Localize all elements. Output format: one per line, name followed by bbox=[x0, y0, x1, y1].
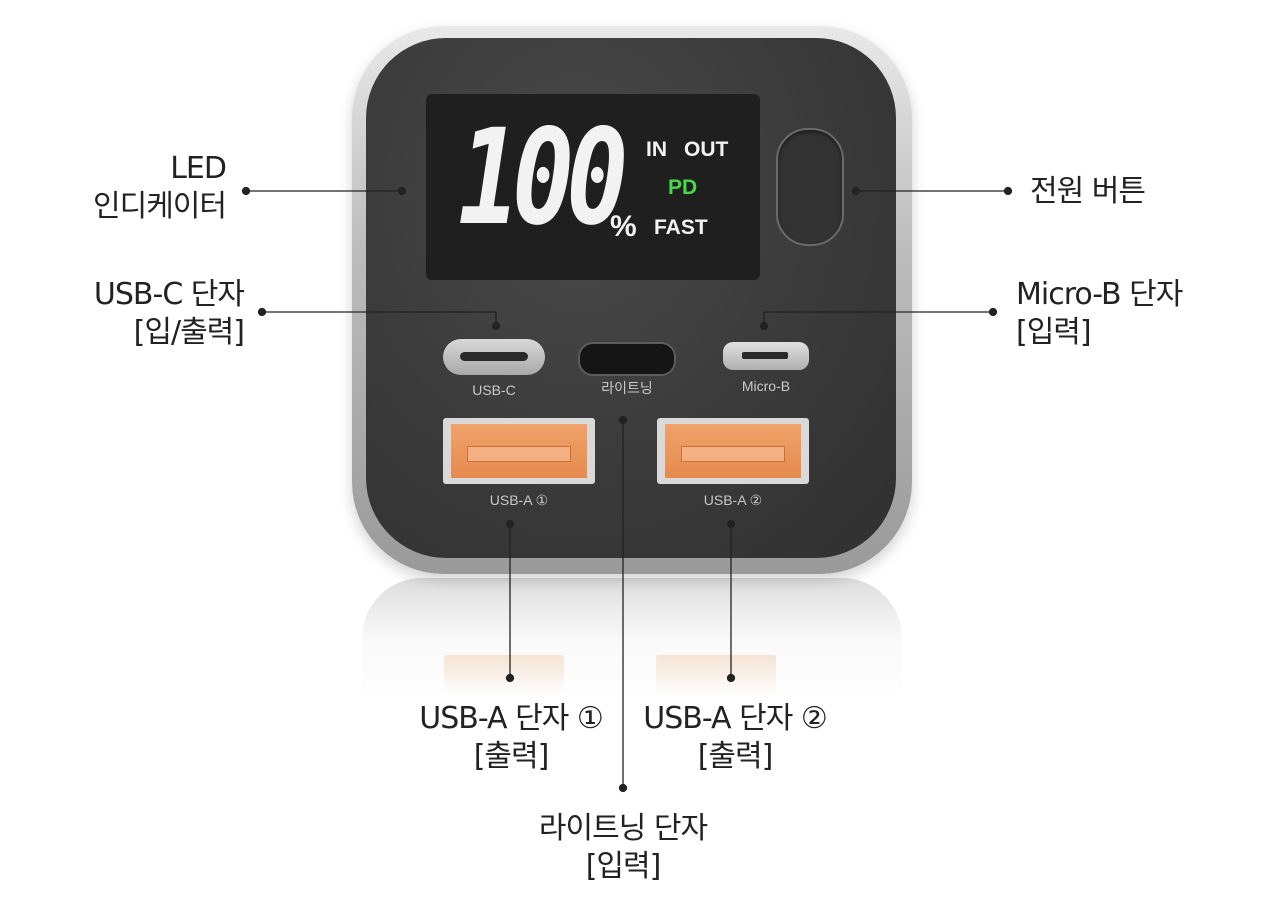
led-leader-dot-inner bbox=[397, 186, 407, 196]
indicator-in: IN bbox=[646, 138, 667, 161]
usb-a1-callout: USB-A 단자 ① [출력] bbox=[400, 700, 622, 776]
usba2-callout-line2: [출력] bbox=[697, 739, 774, 774]
lightning-callout-line1: 라이트닝 단자 bbox=[538, 811, 708, 846]
usb-c-slot bbox=[460, 352, 528, 361]
usb-c-port-label: USB-C bbox=[472, 382, 516, 398]
usba1-callout-line2: [출력] bbox=[473, 739, 550, 774]
usb-a1-port-label: USB-A ① bbox=[489, 492, 549, 508]
micro-b-callout: Micro-B 단자 [입력] bbox=[1016, 276, 1183, 352]
power-button-callout: 전원 버튼 bbox=[1030, 174, 1146, 209]
lightning-port bbox=[578, 342, 676, 376]
led-callout-line2: 인디케이터 bbox=[93, 189, 227, 224]
usba2-leader-dot-inner bbox=[726, 519, 736, 529]
lightning-callout: 라이트닝 단자 [입력] bbox=[520, 810, 726, 886]
led-display bbox=[426, 94, 760, 280]
device-reflection bbox=[362, 578, 902, 698]
led-leader-dot-outer bbox=[241, 186, 251, 196]
usb-a2-callout: USB-A 단자 ② [출력] bbox=[628, 700, 842, 776]
usb-a2-port-label: USB-A ② bbox=[703, 492, 763, 508]
usba1-leader-dot-outer bbox=[505, 673, 515, 683]
usbc-callout-line1: USB-C 단자 bbox=[93, 277, 245, 312]
usbc-callout-line2: [입/출력] bbox=[133, 315, 245, 350]
battery-percent-digits: 100 bbox=[458, 101, 628, 255]
lightning-leader-dot-inner bbox=[618, 415, 628, 425]
micro-b-port-label: Micro-B bbox=[741, 378, 791, 394]
power-leader-dot-inner bbox=[851, 186, 861, 196]
usb-a2-port-inner bbox=[665, 424, 801, 478]
microb-leader-dot-outer bbox=[988, 307, 998, 317]
microb-callout-line2: [입력] bbox=[1016, 315, 1092, 350]
power-leader-dot-outer bbox=[1003, 186, 1013, 196]
usb-a2-port-tongue bbox=[681, 446, 785, 462]
reflection-usb-a2-port bbox=[656, 655, 776, 695]
led-callout-line1: LED bbox=[170, 151, 227, 186]
usba2-callout-line1: USB-A 단자 ② bbox=[643, 701, 827, 736]
indicator-out: OUT bbox=[684, 138, 729, 161]
microb-callout-line1: Micro-B 단자 bbox=[1016, 277, 1183, 312]
indicator-fast: FAST bbox=[654, 216, 708, 239]
usbc-leader-dot-inner bbox=[491, 321, 501, 331]
usba1-callout-line1: USB-A 단자 ① bbox=[419, 701, 603, 736]
indicator-pd: PD bbox=[668, 176, 698, 199]
usb-a2-port bbox=[657, 418, 809, 484]
reflection-usb-a1-port bbox=[444, 655, 564, 695]
lightning-leader-dot-outer bbox=[618, 783, 628, 793]
lightning-port-label: 라이트닝 bbox=[601, 380, 653, 396]
usba2-leader-dot-outer bbox=[726, 673, 736, 683]
battery-percent-sign: % bbox=[610, 210, 637, 243]
usb-a1-port-inner bbox=[451, 424, 587, 478]
usbc-leader-dot-outer bbox=[257, 307, 267, 317]
lightning-callout-line2: [입력] bbox=[585, 849, 662, 884]
usb-c-callout: USB-C 단자 [입/출력] bbox=[93, 276, 245, 352]
led-indicator-callout: LED 인디케이터 bbox=[93, 150, 227, 226]
power-button bbox=[776, 128, 844, 246]
usb-a1-port bbox=[443, 418, 595, 484]
microb-leader-dot-inner bbox=[759, 321, 769, 331]
micro-b-slot bbox=[742, 352, 788, 359]
usb-a1-port-tongue bbox=[467, 446, 571, 462]
usba1-leader-dot-inner bbox=[505, 519, 515, 529]
